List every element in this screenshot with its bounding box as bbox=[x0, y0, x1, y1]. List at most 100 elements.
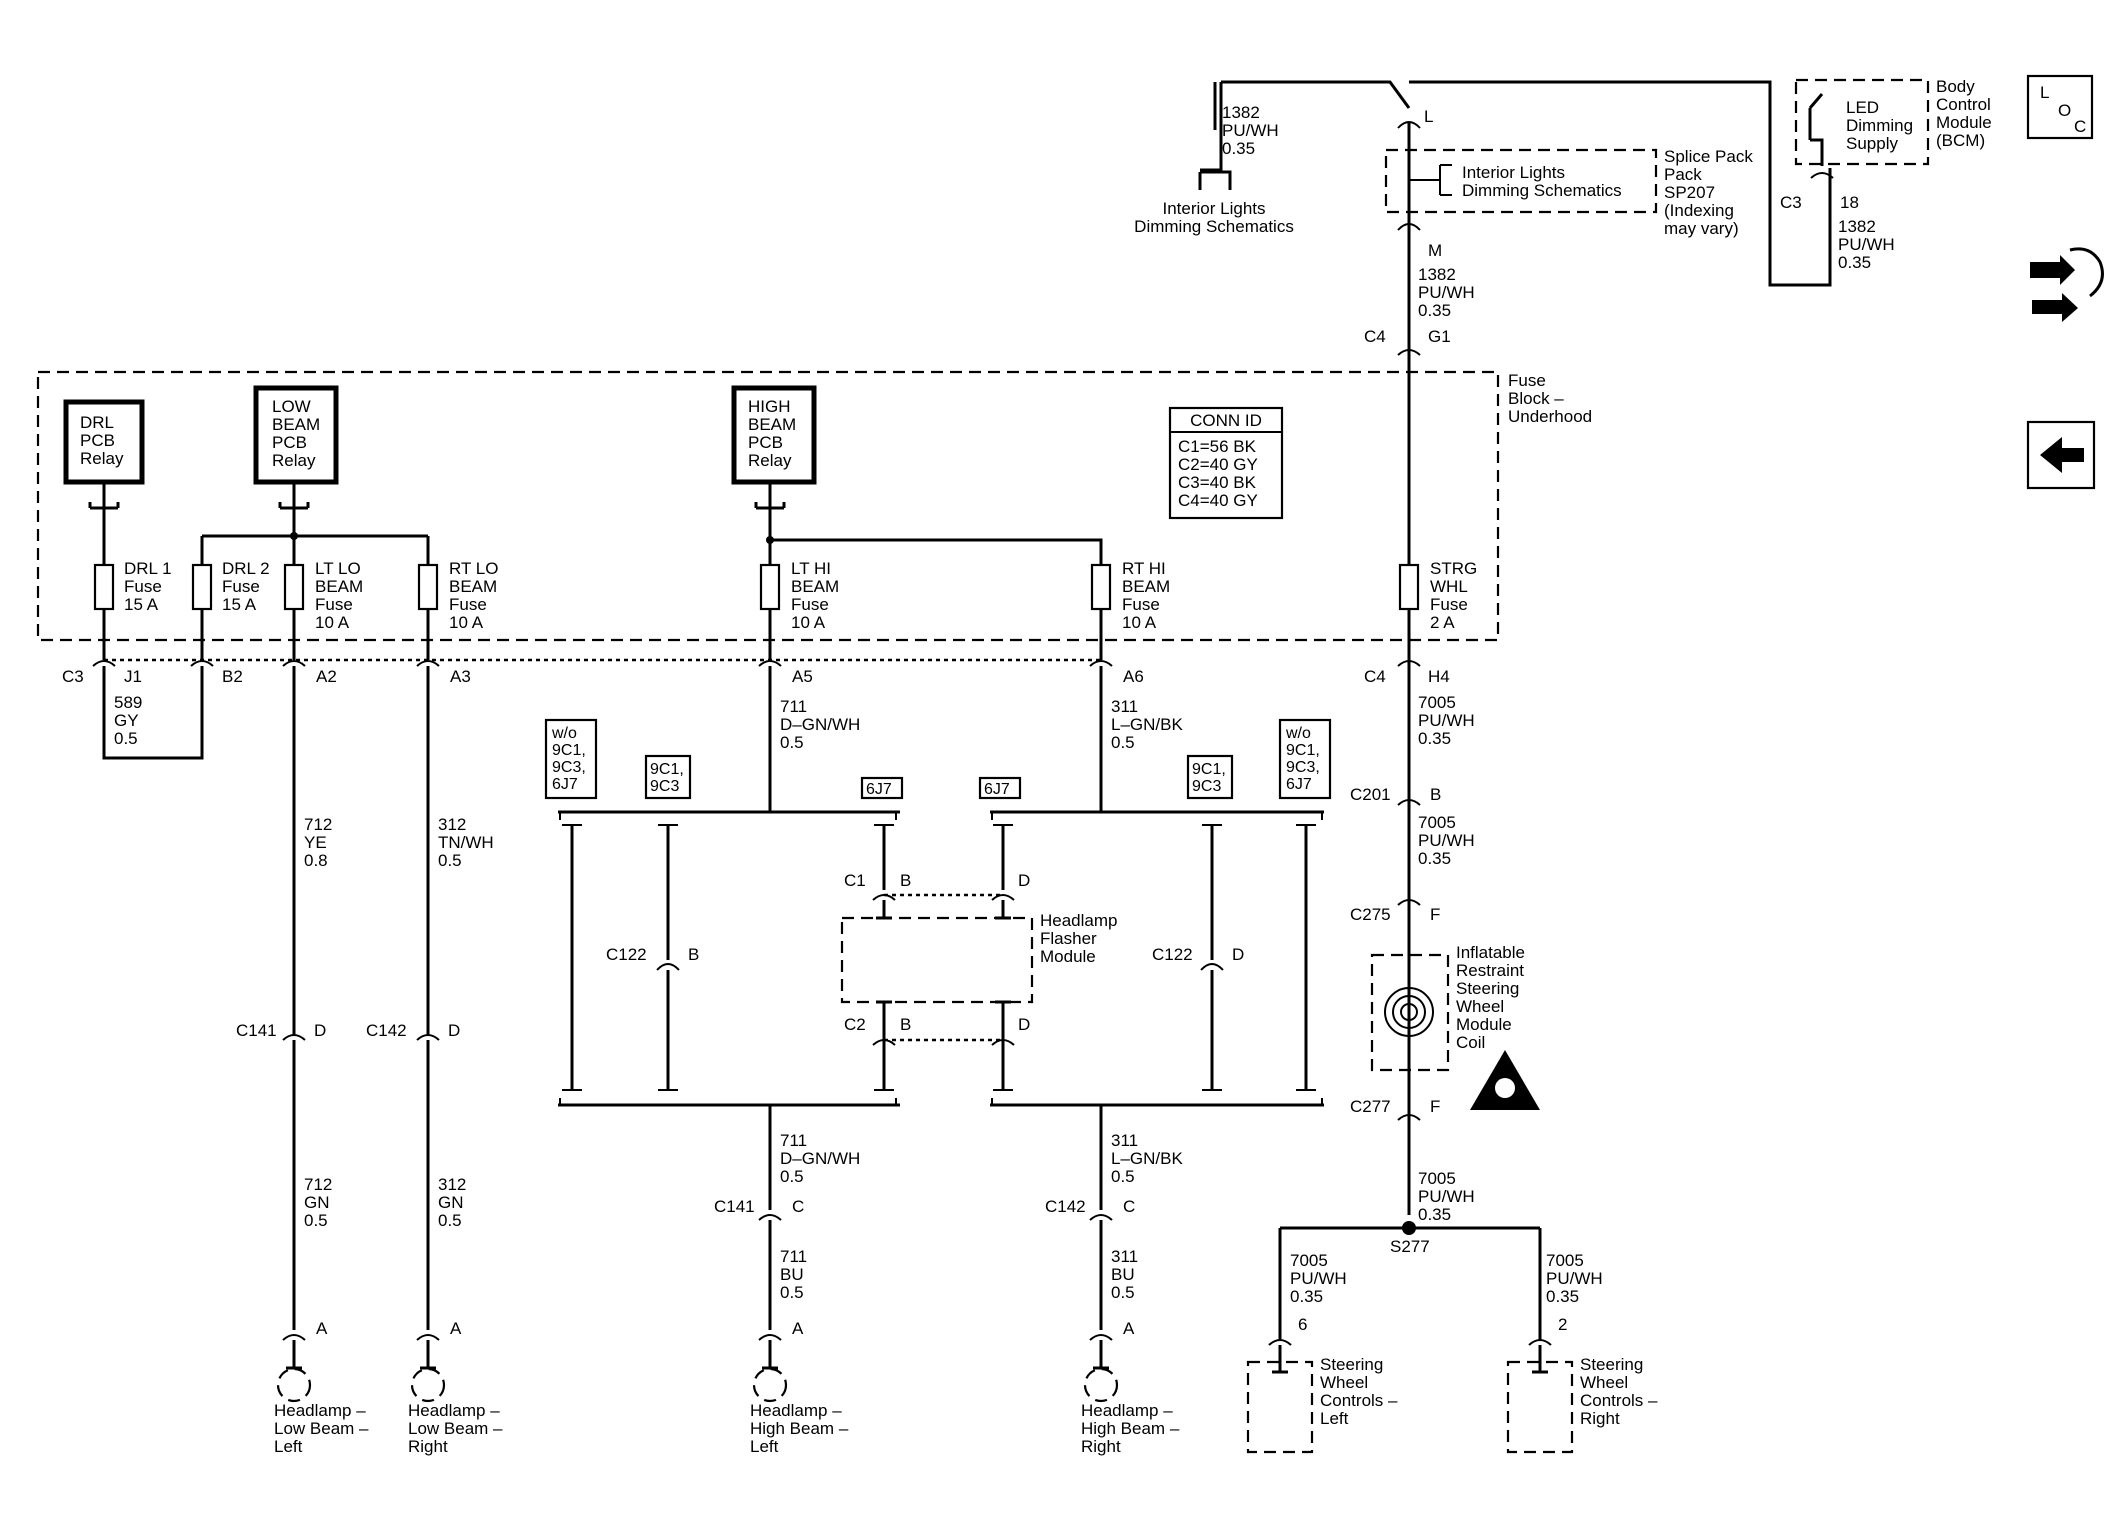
schematic-connector-icon[interactable] bbox=[2030, 247, 2104, 322]
conn-c141-d-pin: D bbox=[314, 1021, 326, 1040]
conn-c275-f: F bbox=[1430, 905, 1440, 924]
conn-c2: C2 bbox=[844, 1015, 866, 1034]
conn-pin-18: 18 bbox=[1840, 193, 1859, 212]
conn-id-box bbox=[1168, 406, 1284, 520]
hl-low-right-label: Headlamp –Low Beam –Right bbox=[408, 1401, 503, 1456]
loc-letter-o: O bbox=[2058, 101, 2071, 120]
splice-pack-box bbox=[1384, 148, 1658, 214]
relay-low-beam bbox=[253, 385, 339, 510]
conn-c201-b: B bbox=[1430, 785, 1441, 804]
opt-6j7-left: 6J7 bbox=[866, 781, 892, 798]
fuse-block-box bbox=[36, 370, 1500, 642]
conn-c141-c-pin: C bbox=[792, 1197, 804, 1216]
conn-a-low-left: A bbox=[316, 1319, 328, 1338]
conn-a-low-right: A bbox=[450, 1319, 462, 1338]
conn-a5: A5 bbox=[792, 667, 813, 686]
conn-l: L bbox=[1424, 107, 1433, 126]
conn-c2-b: B bbox=[900, 1015, 911, 1034]
conn-h4: H4 bbox=[1428, 667, 1450, 686]
conn-c201: C201 bbox=[1350, 785, 1391, 804]
conn-c141-d: C141 bbox=[236, 1021, 277, 1040]
bus-ticks-left bbox=[559, 812, 897, 1105]
hl-high-left-label: Headlamp –High Beam –Left bbox=[750, 1401, 849, 1456]
conn-id-title: CONN ID bbox=[1190, 411, 1262, 430]
conn-c122-right: C122 bbox=[1152, 945, 1193, 964]
conn-c275: C275 bbox=[1350, 905, 1391, 924]
option-boxes bbox=[544, 718, 1332, 800]
conn-c277: C277 bbox=[1350, 1097, 1391, 1116]
conn-c1-d: D bbox=[1018, 871, 1030, 890]
relay-drl bbox=[63, 399, 145, 510]
loc-icon[interactable]: L O C bbox=[2026, 74, 2094, 140]
conn-c277-f: F bbox=[1430, 1097, 1440, 1116]
conn-c4-top: C4 bbox=[1364, 327, 1386, 346]
relay-high-beam bbox=[731, 385, 817, 510]
conn-c3-bcm: C3 bbox=[1780, 193, 1802, 212]
back-arrow-icon[interactable] bbox=[2026, 420, 2096, 490]
conn-c142-d: C142 bbox=[366, 1021, 407, 1040]
opt-6j7-right: 6J7 bbox=[984, 781, 1010, 798]
hl-low-left-label: Headlamp –Low Beam –Left bbox=[274, 1401, 369, 1456]
conn-j1: J1 bbox=[124, 667, 142, 686]
conn-g1: G1 bbox=[1428, 327, 1451, 346]
conn-pin-6: 6 bbox=[1298, 1315, 1307, 1334]
conn-c1-b: B bbox=[900, 871, 911, 890]
conn-c142-c-pin: C bbox=[1123, 1197, 1135, 1216]
loc-letter-l: L bbox=[2040, 83, 2049, 102]
opt-9c-right: 9C1,9C3 bbox=[1192, 761, 1226, 795]
conn-a2: A2 bbox=[316, 667, 337, 686]
conn-c141-c: C141 bbox=[714, 1197, 755, 1216]
conn-a3: A3 bbox=[450, 667, 471, 686]
conn-b2: B2 bbox=[222, 667, 243, 686]
loc-letter-c: C bbox=[2074, 117, 2086, 136]
fuse-bodies bbox=[93, 563, 1420, 611]
conn-c2-d: D bbox=[1018, 1015, 1030, 1034]
conn-c142-d-pin: D bbox=[448, 1021, 460, 1040]
strg-chain bbox=[1246, 799, 1574, 1454]
conn-a-high-left: A bbox=[792, 1319, 804, 1338]
hl-high-right-label: Headlamp –High Beam –Right bbox=[1081, 1401, 1180, 1456]
conn-pin-2: 2 bbox=[1558, 1315, 1567, 1334]
headlamp-symbols bbox=[276, 1334, 1119, 1403]
bcm-box bbox=[1794, 78, 1930, 166]
conn-c142-c: C142 bbox=[1045, 1197, 1086, 1216]
conn-m: M bbox=[1428, 241, 1442, 260]
